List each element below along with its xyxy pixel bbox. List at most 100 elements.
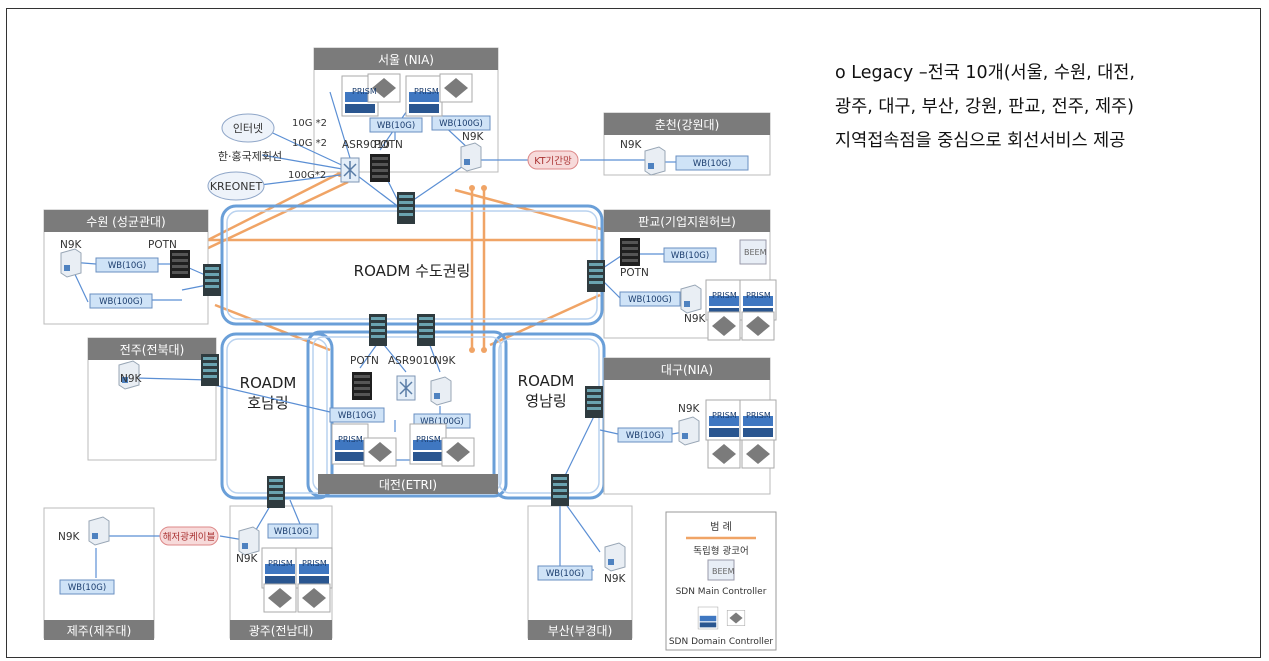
prism-label-pangyo-1: PRISM: [712, 291, 737, 300]
n9k-seoul: [460, 142, 482, 172]
hk-link-label: 한·홍국제회선: [218, 149, 282, 163]
n9k-label-jeonju: N9K: [120, 373, 143, 385]
prism-label-seoul-2: PRISM: [414, 87, 439, 96]
domain-tile-daegu-1: [707, 439, 741, 469]
legend-prism-icon: [697, 606, 719, 630]
potn-seoul: [370, 154, 390, 182]
n9k-gwangju: [238, 526, 260, 556]
sea-cable-label: 해저광케이블: [163, 531, 216, 543]
n9k-label-busan: N9K: [604, 573, 627, 585]
wb-gwangju: WB(10G): [274, 527, 312, 537]
potn-label-daejeon: POTN: [350, 355, 379, 367]
beem-server-pangyo: [739, 239, 767, 265]
n9k-label-chuncheon: N9K: [620, 139, 643, 151]
ring-label-yeongnam-1: ROADM: [518, 372, 575, 390]
prism-label-seoul-1: PRISM: [352, 87, 377, 96]
roadm-node-suwon: [203, 264, 221, 296]
kreonet-cloud-label: KREONET: [210, 180, 263, 193]
asr-label-seoul: ASR9010: [342, 139, 390, 151]
legend-fiber-label: 독립형 광코어: [693, 545, 748, 557]
figure-frame: [6, 8, 1261, 658]
prism-controller-daejeon-2: [409, 423, 447, 465]
wb-daejeon-10g: WB(10G): [338, 411, 376, 421]
roadm-node-daejeon-2: [417, 314, 435, 346]
roadm-node-daejeon-1: [369, 314, 387, 346]
potn-suwon: [170, 250, 190, 278]
legend-domain-label: SDN Domain Controller: [669, 637, 774, 647]
n9k-label-pangyo: N9K: [684, 313, 707, 325]
site-label-daegu: 대구(NIA): [661, 363, 713, 377]
asr-daejeon: [396, 375, 416, 401]
potn-pangyo: [620, 238, 640, 266]
roadm-node-gwangju: [267, 476, 285, 508]
site-label-gwangju: 광주(전남대): [249, 624, 314, 638]
roadm-node-pangyo: [587, 260, 605, 292]
legend-main-label: SDN Main Controller: [676, 587, 767, 597]
prism-controller-daegu-2: [739, 399, 777, 441]
site-label-busan: 부산(부경대): [548, 624, 613, 638]
beem-label-pangyo: BEEM: [744, 248, 767, 257]
ring-label-yeongnam-2: 영남링: [525, 392, 566, 410]
wb-daejeon-100g: WB(100G): [420, 417, 464, 427]
description-line-1: o Legacy –전국 10개(서울, 수원, 대전,: [835, 63, 1135, 83]
prism-label-pangyo-2: PRISM: [746, 291, 771, 300]
wb-chuncheon: WB(10G): [693, 159, 731, 169]
legend-domain-tile-icon: [726, 610, 746, 626]
domain-tile-pangyo-2: [741, 311, 775, 341]
potn-label-seoul: POTN: [374, 139, 403, 151]
roadm-node-busan: [551, 474, 569, 506]
ring-label-honam-1: ROADM: [240, 374, 297, 392]
roadm-node-seoul: [397, 192, 415, 224]
n9k-label-jeju: N9K: [58, 531, 81, 543]
roadm-node-daegu: [585, 386, 603, 418]
prism-label-daegu-1: PRISM: [712, 411, 737, 420]
prism-controller-gwangju-2: [295, 547, 333, 589]
prism-label-daejeon-2: PRISM: [416, 435, 441, 444]
n9k-jeju: [88, 516, 110, 546]
site-label-chuncheon: 춘천(강원대): [655, 117, 720, 132]
domain-tile-gwangju-2: [297, 583, 331, 613]
domain-tile-gwangju-1: [263, 583, 297, 613]
n9k-label-seoul: N9K: [462, 131, 485, 143]
legend-title: 범 례: [710, 521, 732, 533]
potn-label-pangyo: POTN: [620, 267, 649, 279]
prism-label-gwangju-2: PRISM: [302, 559, 327, 568]
legend: 범 례 독립형 광코어 BEEM SDN Main Controller SDN…: [669, 521, 774, 647]
wb-jeju: WB(10G): [68, 583, 106, 593]
potn-label-suwon: POTN: [148, 239, 177, 251]
description-line-2: 광주, 대구, 부산, 강원, 판교, 전주, 제주): [835, 97, 1134, 117]
ring-label-capital: ROADM 수도권링: [354, 262, 471, 280]
ring-label-honam-2: 호남링: [247, 394, 288, 412]
prism-label-gwangju-1: PRISM: [268, 559, 293, 568]
prism-controller-gwangju-1: [261, 547, 299, 589]
bw-hk-label: 10G *2: [292, 138, 327, 149]
site-label-pangyo: 판교(기업지원허브): [638, 215, 736, 229]
bw-internet-label: 10G *2: [292, 118, 327, 129]
domain-tile-daejeon-1: [363, 437, 397, 467]
n9k-label-gwangju: N9K: [236, 553, 259, 565]
kt-link-label: KT기간망: [534, 156, 572, 167]
site-label-jeonju: 전주(전북대): [120, 343, 185, 357]
description-line-3: 지역접속점을 중심으로 회선서비스 제공: [835, 131, 1126, 151]
n9k-daejeon: [430, 376, 452, 406]
site-label-seoul: 서울 (NIA): [378, 53, 434, 67]
wb-suwon-100g: WB(100G): [99, 297, 143, 307]
n9k-pangyo: [680, 284, 702, 314]
prism-label-daegu-2: PRISM: [746, 411, 771, 420]
description-text: o Legacy –전국 10개(서울, 수원, 대전, 광주, 대구, 부산,…: [835, 56, 1265, 158]
n9k-label-daejeon: N9K: [434, 355, 457, 367]
domain-tile-pangyo-1: [707, 311, 741, 341]
prism-controller-daegu-1: [705, 399, 743, 441]
domain-tile-seoul-2: [439, 73, 473, 103]
roadm-node-jeonju: [201, 354, 219, 386]
n9k-chuncheon: [644, 146, 666, 176]
bw-kreonet-label: 100G*2: [288, 170, 326, 181]
domain-tile-daejeon-2: [441, 437, 475, 467]
legend-beem-icon: [707, 559, 735, 581]
internet-cloud-label: 인터넷: [233, 122, 263, 135]
prism-label-daejeon-1: PRISM: [338, 435, 363, 444]
wb-pangyo-100g: WB(100G): [628, 295, 672, 305]
legend-beem-label: BEEM: [712, 567, 735, 576]
prism-controller-seoul-2: [405, 75, 443, 117]
